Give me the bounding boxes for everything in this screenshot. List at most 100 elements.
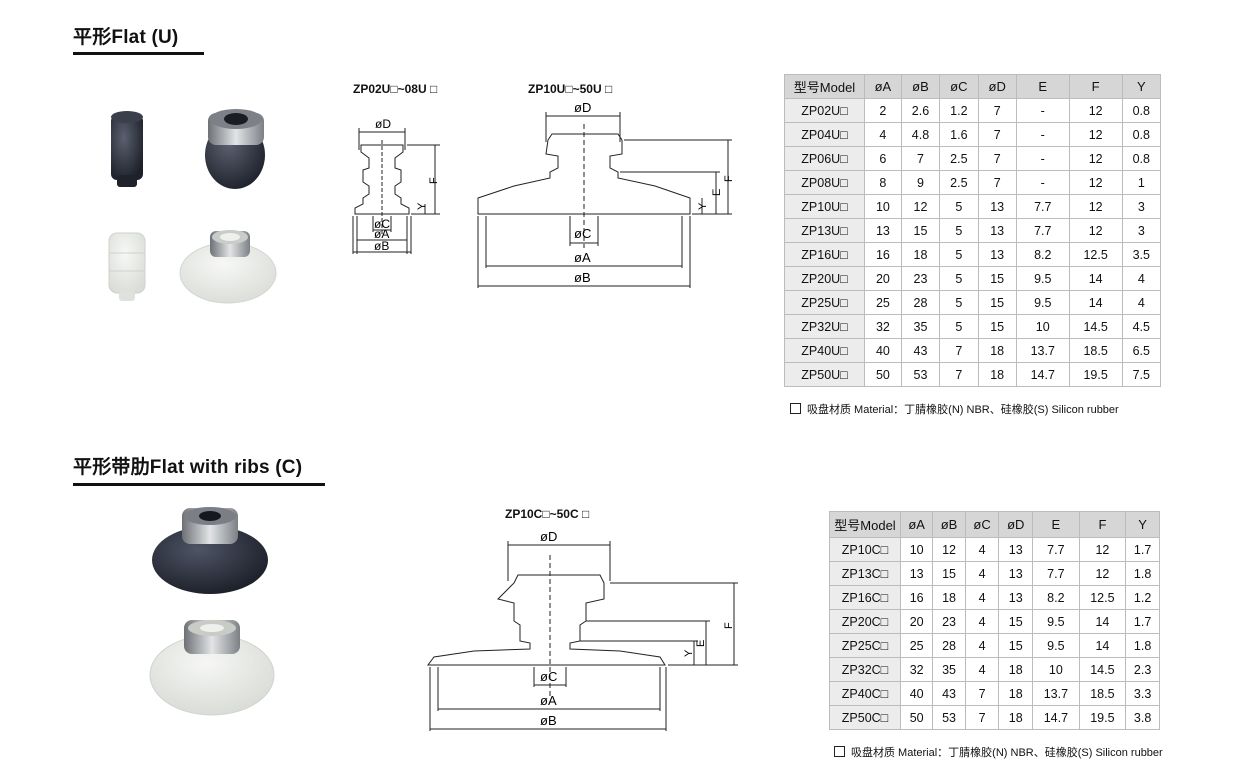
value-cell: 12.5 [1078, 585, 1127, 610]
value-cell: 2 [864, 98, 902, 123]
value-cell: 23 [932, 609, 966, 634]
value-cell: 0.8 [1121, 98, 1162, 123]
value-cell: 4 [1121, 290, 1162, 315]
value-cell: 14 [1078, 633, 1127, 658]
value-cell: 18 [977, 338, 1017, 363]
value-cell: 13 [998, 561, 1034, 586]
value-cell: 8.2 [1032, 585, 1080, 610]
value-cell: 0.8 [1121, 146, 1162, 171]
value-cell: 7 [964, 705, 1000, 730]
value-cell: 9.5 [1032, 609, 1080, 634]
value-cell: 5 [939, 266, 979, 291]
col-header: øA [864, 74, 902, 99]
value-cell: 15 [900, 218, 941, 243]
value-cell: 5 [939, 242, 979, 267]
value-cell: 15 [998, 609, 1034, 634]
model-cell: ZP13U□ [784, 218, 865, 243]
model-cell: ZP50C□ [829, 705, 901, 730]
dim-b-label: øB [374, 239, 389, 253]
section-c-title-underline [73, 483, 325, 486]
model-cell: ZP32U□ [784, 314, 865, 339]
material-note-c: 吸盘材质 Material：丁腈橡胶(N) NBR、硅橡胶(S) Silicon… [832, 744, 1163, 760]
value-cell: 14 [1078, 609, 1127, 634]
large-drawing-u: øD F E Y øC øA øB [477, 100, 735, 288]
col-header: E [1015, 74, 1070, 99]
value-cell: 50 [864, 362, 902, 387]
col-header: øC [939, 74, 979, 99]
value-cell: 35 [932, 657, 966, 682]
small-nbr-cup-photo [111, 111, 143, 187]
value-cell: 5 [939, 218, 979, 243]
value-cell: 43 [932, 681, 966, 706]
value-cell: 23 [900, 266, 941, 291]
large-drawing-u-label: ZP10U□~50U □ [528, 82, 613, 96]
dim-d-label: øD [574, 100, 591, 115]
value-cell: 7 [977, 170, 1017, 195]
value-cell: 32 [899, 657, 934, 682]
value-cell: 4 [964, 657, 1000, 682]
value-cell: 9.5 [1015, 266, 1070, 291]
value-cell: 2.5 [939, 146, 979, 171]
value-cell: 4 [964, 561, 1000, 586]
value-cell: 40 [864, 338, 902, 363]
value-cell: 3.5 [1121, 242, 1162, 267]
col-header: øA [899, 511, 934, 538]
value-cell: 9.5 [1032, 633, 1080, 658]
value-cell: 10 [1015, 314, 1070, 339]
value-cell: 35 [900, 314, 941, 339]
model-cell: ZP40U□ [784, 338, 865, 363]
model-cell: ZP13C□ [829, 561, 901, 586]
value-cell: 7.7 [1015, 218, 1070, 243]
small-drawing-u: øD F Y øC øA øB [352, 117, 440, 254]
value-cell: 15 [977, 290, 1017, 315]
ribbed-silicone-cup-photo [149, 620, 275, 716]
value-cell: 14 [1068, 266, 1123, 291]
drawing-c-label: ZP10C□~50C □ [505, 507, 590, 521]
value-cell: 13 [977, 242, 1017, 267]
value-cell: 18.5 [1078, 681, 1127, 706]
value-cell: 18.5 [1068, 338, 1123, 363]
value-cell: 13.7 [1032, 681, 1080, 706]
value-cell: 14.7 [1015, 362, 1070, 387]
value-cell: 13 [998, 585, 1034, 610]
value-cell: 12 [1068, 146, 1123, 171]
value-cell: 10 [1032, 657, 1080, 682]
model-cell: ZP16U□ [784, 242, 865, 267]
checkbox-square-icon [790, 403, 801, 414]
dim-y-label: Y [416, 202, 428, 210]
value-cell: 7 [964, 681, 1000, 706]
value-cell: 1.6 [939, 122, 979, 147]
value-cell: 28 [932, 633, 966, 658]
value-cell: 20 [864, 266, 902, 291]
value-cell: 9 [900, 170, 941, 195]
value-cell: 53 [932, 705, 966, 730]
dim-a-label: øA [374, 227, 389, 241]
value-cell: 13 [977, 218, 1017, 243]
model-cell: ZP06U□ [784, 146, 865, 171]
value-cell: 0.8 [1121, 122, 1162, 147]
value-cell: 7 [977, 146, 1017, 171]
dim-f-label: F [428, 177, 440, 184]
value-cell: 2.6 [900, 98, 941, 123]
value-cell: 12 [1068, 122, 1123, 147]
table-header-row: 型号Model øA øB øC øD E F Y [829, 511, 1160, 538]
value-cell: 8.2 [1015, 242, 1070, 267]
value-cell: 6 [864, 146, 902, 171]
value-cell: 13 [899, 561, 934, 586]
dim-f-label: F [723, 622, 735, 629]
value-cell: 18 [998, 657, 1034, 682]
dim-b-label: øB [540, 713, 557, 728]
value-cell: 16 [899, 585, 934, 610]
value-cell: 14.5 [1068, 314, 1123, 339]
model-cell: ZP40C□ [829, 681, 901, 706]
col-header: E [1032, 511, 1080, 538]
